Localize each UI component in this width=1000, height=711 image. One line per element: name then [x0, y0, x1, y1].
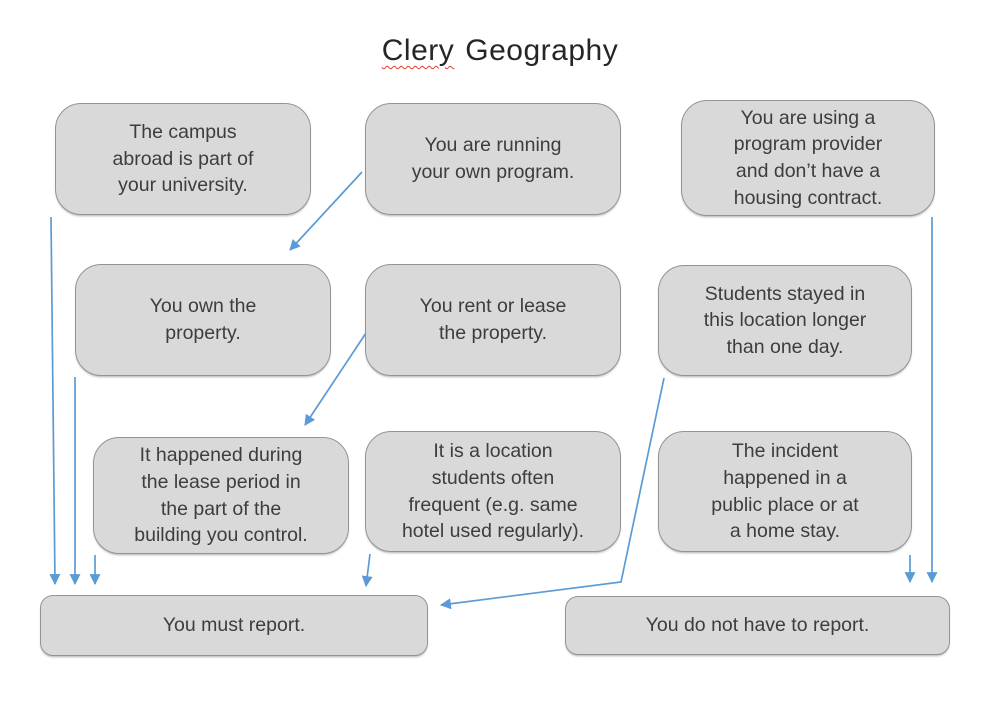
node-program-provider: You are using a program provider and don… — [681, 100, 935, 216]
node-no-report-label: You do not have to report. — [645, 614, 870, 637]
node-frequent-location: It is a location students often frequent… — [365, 431, 621, 552]
arrow-campus-abroad-to-must-report — [49, 216, 61, 586]
arrow-frequent-location-to-must-report — [361, 553, 373, 588]
node-program-provider-label: You are using a program provider and don… — [733, 106, 883, 209]
node-public-place-label: The incident happened in a public place … — [711, 440, 859, 543]
title-word-misspelled: Clery — [381, 34, 455, 67]
node-rent-lease: You rent or lease the property. — [365, 264, 621, 376]
node-frequent-location-label: It is a location students often frequent… — [401, 440, 585, 543]
node-own-program-label: You are running your own program. — [411, 134, 575, 183]
node-public-place: The incident happened in a public place … — [658, 431, 912, 552]
node-campus-abroad-label: The campus abroad is part of your univer… — [112, 121, 254, 197]
node-own-program: You are running your own program. — [365, 103, 621, 215]
node-no-report: You do not have to report. — [565, 596, 950, 655]
node-own-property-label: You own the property. — [149, 295, 257, 344]
node-stayed-longer-label: Students stayed in this location longer … — [703, 282, 867, 358]
node-rent-lease-label: You rent or lease the property. — [419, 295, 567, 344]
node-campus-abroad: The campus abroad is part of your univer… — [55, 103, 311, 215]
node-lease-period: It happened during the lease period in t… — [93, 437, 349, 554]
node-own-property: You own the property. — [75, 264, 331, 376]
slide-title: Clery Geography — [0, 34, 1000, 68]
node-must-report: You must report. — [40, 595, 428, 656]
node-must-report-label: You must report. — [162, 614, 306, 637]
node-lease-period-label: It happened during the lease period in t… — [134, 444, 308, 547]
node-stayed-longer: Students stayed in this location longer … — [658, 265, 912, 376]
title-word-rest: Geography — [465, 34, 619, 67]
